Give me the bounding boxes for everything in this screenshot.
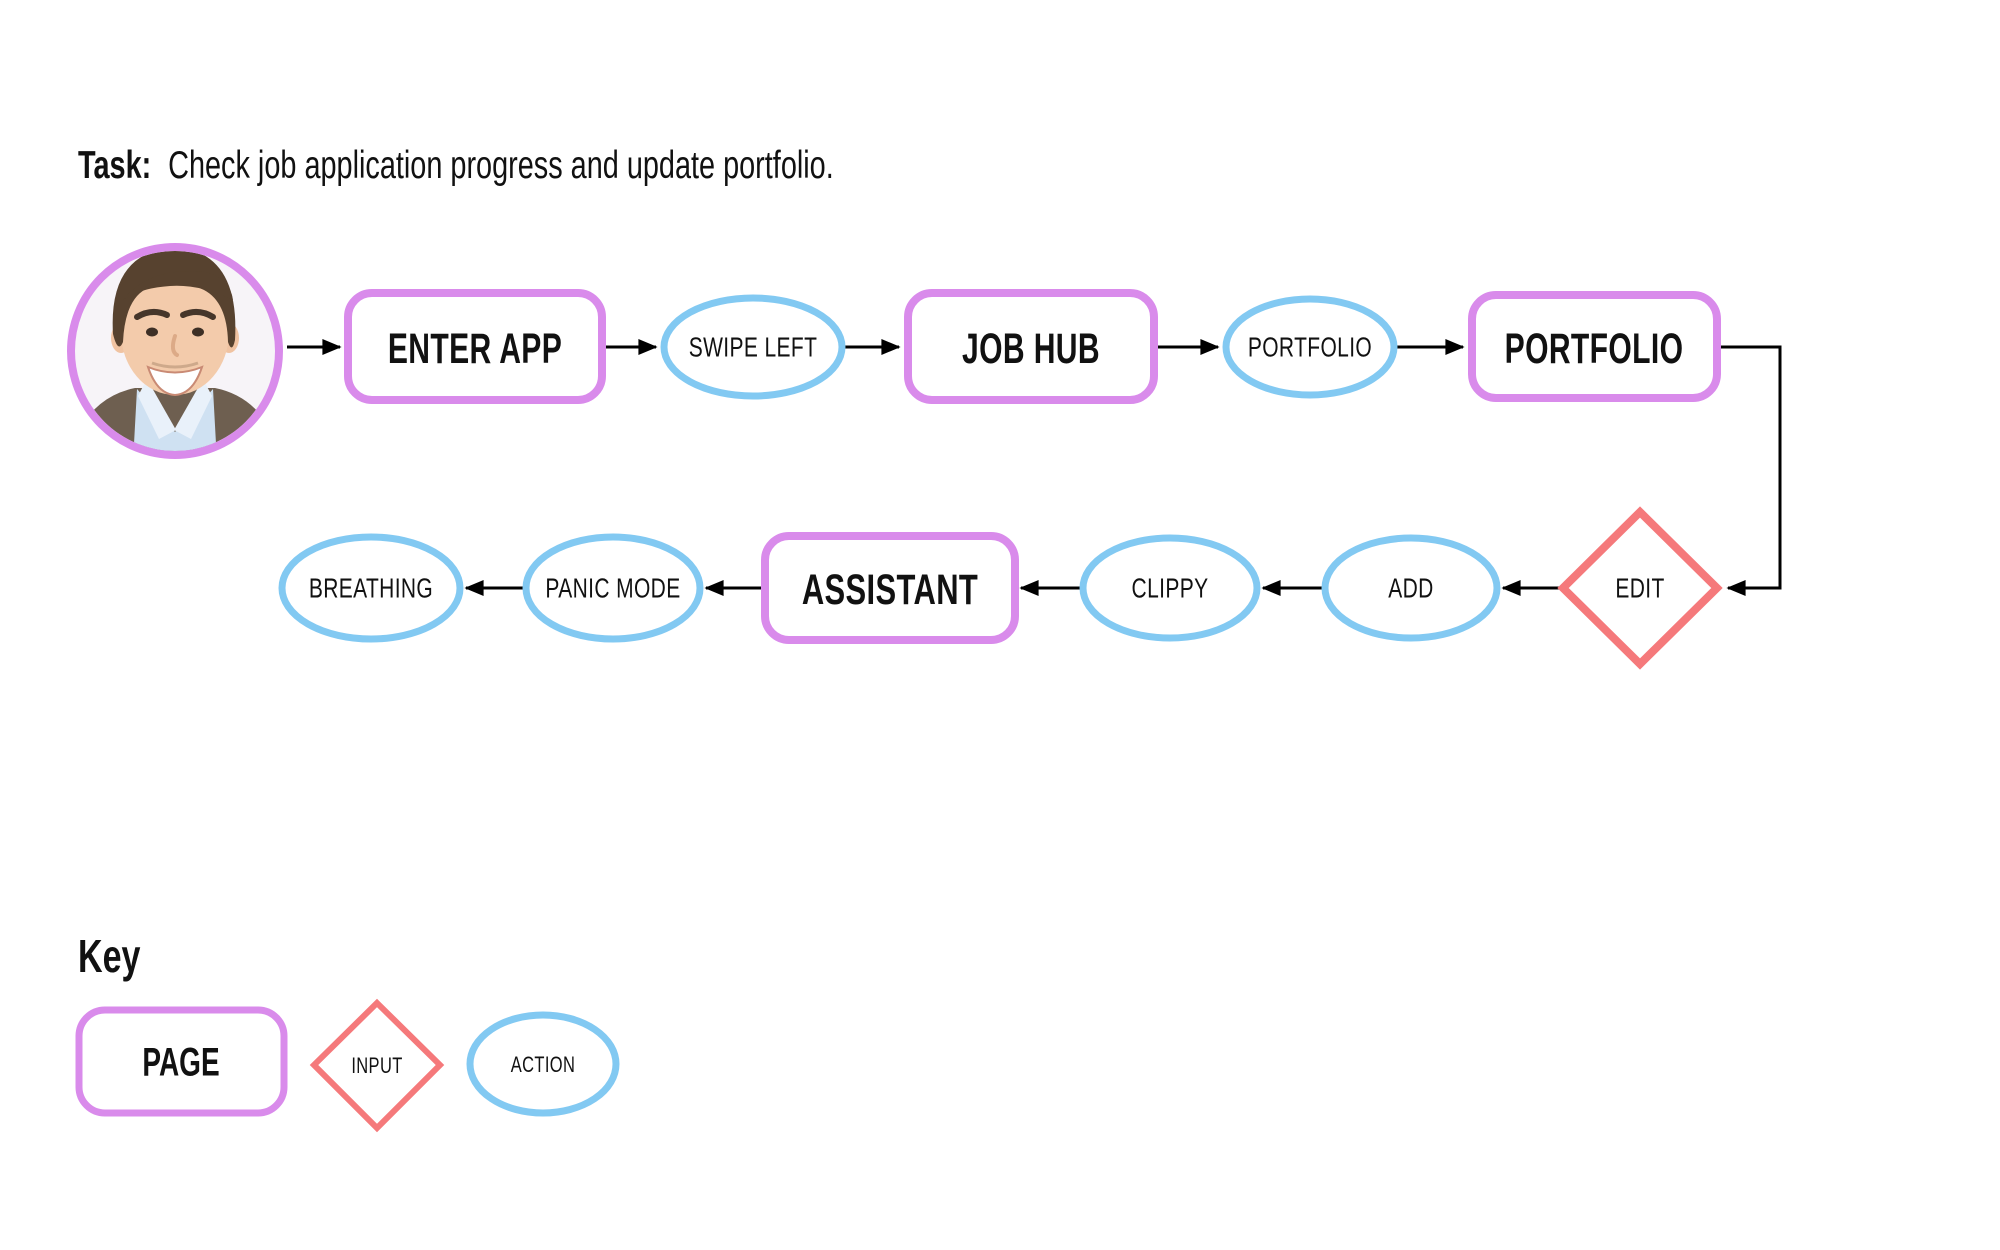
legend-item-action: ACTION — [466, 1011, 620, 1117]
legend-title: Key — [78, 930, 141, 982]
flow-node-panic-mode: PANIC MODE — [522, 533, 704, 643]
flow-node-add: ADD — [1321, 534, 1501, 642]
input-shape — [1557, 506, 1723, 670]
task-heading: Task: Check job application progress and… — [78, 144, 834, 187]
legend: Key PAGE INPUT ACTION — [75, 930, 620, 1133]
flow-node-breathing: BREATHING — [278, 533, 464, 643]
node-label: BREATHING — [309, 574, 433, 605]
page-shape — [904, 289, 1158, 404]
legend-item-input: INPUT — [309, 998, 445, 1133]
flow-node-job-hub: JOB HUB — [904, 289, 1158, 404]
page-shape — [1468, 291, 1721, 402]
node-label: ADD — [1388, 574, 1433, 605]
input-shape — [309, 998, 445, 1133]
task-description: Check job application progress and updat… — [168, 144, 834, 187]
flow-node-clippy: CLIPPY — [1079, 534, 1261, 642]
node-label: ASSISTANT — [802, 565, 978, 613]
action-shape — [1321, 534, 1501, 642]
action-shape — [278, 533, 464, 643]
flow-node-assistant: ASSISTANT — [761, 532, 1019, 644]
task-label: Task: — [78, 144, 151, 187]
action-shape — [466, 1011, 620, 1117]
node-label: PORTFOLIO — [1505, 324, 1684, 373]
flow-connectors — [287, 339, 1782, 596]
avatar-photo — [75, 251, 275, 451]
action-shape — [522, 533, 704, 643]
node-label: EDIT — [1615, 574, 1664, 605]
legend-label: INPUT — [351, 1054, 402, 1079]
page-shape — [761, 532, 1019, 644]
legend-item-page: PAGE — [75, 1006, 288, 1117]
flow-node-swipe-left: SWIPE LEFT — [660, 294, 846, 400]
legend-label: ACTION — [511, 1053, 576, 1078]
flow-node-edit: EDIT — [1557, 506, 1723, 670]
page-shape — [75, 1006, 288, 1117]
legend-label: PAGE — [142, 1041, 219, 1085]
flow-node-enter-app: ENTER APP — [344, 289, 606, 404]
node-label: PANIC MODE — [545, 574, 680, 605]
action-shape — [1222, 295, 1398, 399]
node-label: JOB HUB — [962, 324, 1100, 373]
user-avatar — [67, 243, 283, 459]
node-label: PORTFOLIO — [1248, 333, 1372, 364]
page-shape — [344, 289, 606, 404]
node-label: CLIPPY — [1132, 574, 1209, 605]
node-label: ENTER APP — [388, 324, 562, 373]
avatar-ring — [67, 243, 283, 459]
connector-elbow-arrow — [1718, 345, 1782, 596]
action-shape — [660, 294, 846, 400]
node-label: SWIPE LEFT — [689, 333, 818, 364]
flow-node-portfolio-page: PORTFOLIO — [1468, 291, 1721, 402]
flow-node-portfolio-action: PORTFOLIO — [1222, 295, 1398, 399]
action-shape — [1079, 534, 1261, 642]
